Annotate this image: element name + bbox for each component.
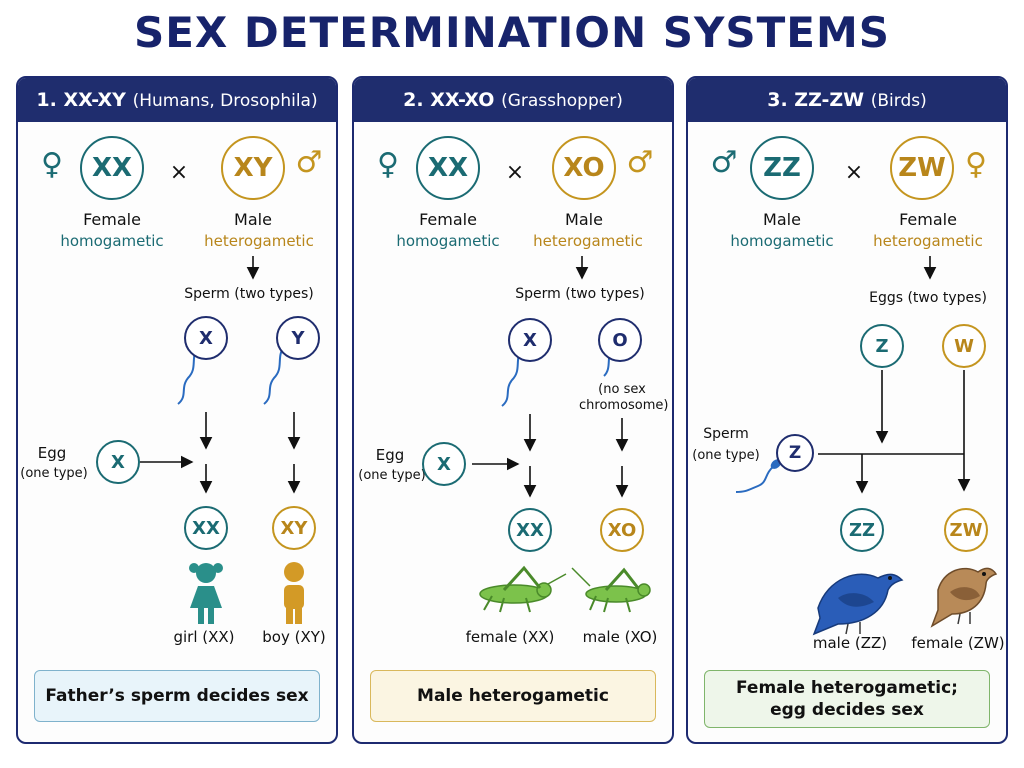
male-symbol-icon: ♂ xyxy=(710,145,738,180)
egg-label: Egg xyxy=(37,444,67,462)
female-symbol-icon: ♀ xyxy=(965,147,987,182)
male-bird-icon xyxy=(812,573,904,636)
egg-sub-label: (one type) xyxy=(20,466,88,481)
summary-note: Female heterogametic; egg decides sex xyxy=(704,670,990,728)
offspring-1-label: girl (XX) xyxy=(173,628,235,646)
summary-note: Male heterogametic xyxy=(370,670,656,722)
offspring-xo: XO xyxy=(600,508,644,552)
cross-symbol: × xyxy=(169,160,189,185)
panel-zz-zw: 3. ZZ-ZW (Birds) ♂ ZZ × xyxy=(686,76,1008,744)
panel-heading: 2. XX-XO xyxy=(403,89,495,111)
offspring-xy: XY xyxy=(272,506,316,550)
sperm-x: X xyxy=(508,318,552,362)
sperm-label: Sperm xyxy=(703,426,749,442)
sperm-y: Y xyxy=(276,316,320,360)
summary-note: Father’s sperm decides sex xyxy=(34,670,320,722)
girl-icon xyxy=(189,563,223,624)
offspring-1-label: female (XX) xyxy=(465,628,555,646)
right-type-label: heterogametic xyxy=(204,232,314,250)
left-sex-label: Male xyxy=(763,210,801,229)
egg-label: Egg xyxy=(375,446,405,464)
gamete-label: Sperm (two types) xyxy=(515,286,645,302)
sperm-z: Z xyxy=(776,434,814,472)
cross-symbol: × xyxy=(844,160,864,185)
summary-note-line-2: egg decides sex xyxy=(770,700,924,720)
female-grasshopper-icon xyxy=(479,565,567,613)
male-grasshopper-icon xyxy=(571,567,651,613)
panel-header: 1. XX-XY (Humans, Drosophila) xyxy=(18,78,336,122)
offspring-zw: ZW xyxy=(944,508,988,552)
offspring-xx: XX xyxy=(508,508,552,552)
sperm-tail xyxy=(735,465,775,493)
right-sex-label: Male xyxy=(234,210,272,229)
parent-right-chromosome: XO xyxy=(552,136,616,200)
panel-heading-sub: (Birds) xyxy=(870,91,927,111)
left-type-label: homogametic xyxy=(730,232,834,250)
panel-heading: 3. ZZ-ZW xyxy=(767,89,865,111)
female-symbol-icon: ♀ xyxy=(377,147,399,182)
egg-w: W xyxy=(942,324,986,368)
sperm-tail-y xyxy=(263,345,285,405)
gamete-label: Sperm (two types) xyxy=(184,286,314,302)
right-type-label: heterogametic xyxy=(873,232,983,250)
sperm-x: X xyxy=(184,316,228,360)
no-sex-chromosome-note: (no sex chromosome) xyxy=(579,382,669,413)
female-symbol-icon: ♀ xyxy=(41,147,63,182)
panel-arrows xyxy=(735,256,998,636)
boy-icon xyxy=(284,562,304,624)
panel-header: 2. XX-XO (Grasshopper) xyxy=(354,78,672,122)
panel-heading-sub: (Grasshopper) xyxy=(501,91,623,111)
offspring-xx: XX xyxy=(184,506,228,550)
sperm-o: O xyxy=(598,318,642,362)
left-sex-label: Female xyxy=(419,210,477,229)
egg-z: Z xyxy=(860,324,904,368)
parent-right-chromosome: XY xyxy=(221,136,285,200)
egg-sub-label: (one type) xyxy=(358,468,426,483)
cross-symbol: × xyxy=(505,160,525,185)
summary-note-line-1: Female heterogametic; xyxy=(736,678,958,698)
right-sex-label: Male xyxy=(565,210,603,229)
parent-left-chromosome: ZZ xyxy=(750,136,814,200)
offspring-2-label: boy (XY) xyxy=(262,628,326,646)
parent-left-chromosome: XX xyxy=(80,136,144,200)
egg-x: X xyxy=(96,440,140,484)
right-sex-label: Female xyxy=(899,210,957,229)
gamete-label: Eggs (two types) xyxy=(869,290,987,306)
page-title: SEX DETERMINATION SYSTEMS xyxy=(133,8,891,57)
panel-xx-xy: 1. XX-XY (Humans, Drosophila) xyxy=(16,76,338,744)
left-sex-label: Female xyxy=(83,210,141,229)
panel-xx-xo: 2. XX-XO (Grasshopper) xyxy=(352,76,674,744)
panel-heading: 1. XX-XY xyxy=(36,89,126,111)
parent-right-chromosome: ZW xyxy=(890,136,954,200)
offspring-2-label: female (ZW) xyxy=(911,634,1005,652)
egg-x: X xyxy=(422,442,466,486)
right-type-label: heterogametic xyxy=(533,232,643,250)
panel-arrows xyxy=(472,256,651,613)
male-symbol-icon: ♂ xyxy=(626,145,654,180)
female-bird-icon xyxy=(930,567,998,628)
offspring-2-label: male (XO) xyxy=(582,628,658,646)
panel-heading-sub: (Humans, Drosophila) xyxy=(132,91,318,111)
parent-left-chromosome: XX xyxy=(416,136,480,200)
panel-header: 3. ZZ-ZW (Birds) xyxy=(688,78,1006,122)
male-symbol-icon: ♂ xyxy=(295,145,323,180)
sperm-sub-label: (one type) xyxy=(692,448,760,463)
left-type-label: homogametic xyxy=(396,232,500,250)
left-type-label: homogametic xyxy=(60,232,164,250)
offspring-1-label: male (ZZ) xyxy=(812,634,888,652)
offspring-zz: ZZ xyxy=(840,508,884,552)
